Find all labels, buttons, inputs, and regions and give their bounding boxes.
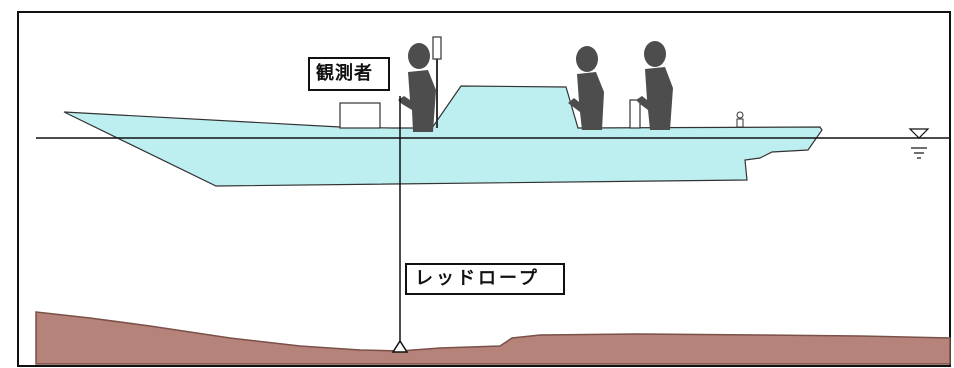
water-level-symbol-icon [908, 128, 930, 159]
deck-fitting-icon [736, 111, 744, 128]
diagram-frame [17, 11, 951, 367]
survey-pole [432, 36, 442, 60]
observer-label: 観測者 [308, 57, 390, 91]
deck-equipment-box [339, 102, 381, 129]
person-crew-2 [636, 41, 673, 130]
person-observer [398, 43, 436, 132]
sinker-triangle-icon [391, 339, 409, 353]
person-crew-1 [568, 46, 604, 130]
rope-label: レッドロープ [405, 263, 565, 295]
deck-equipment-small [629, 99, 641, 129]
boat-hull [63, 85, 823, 187]
seabed [35, 311, 951, 365]
